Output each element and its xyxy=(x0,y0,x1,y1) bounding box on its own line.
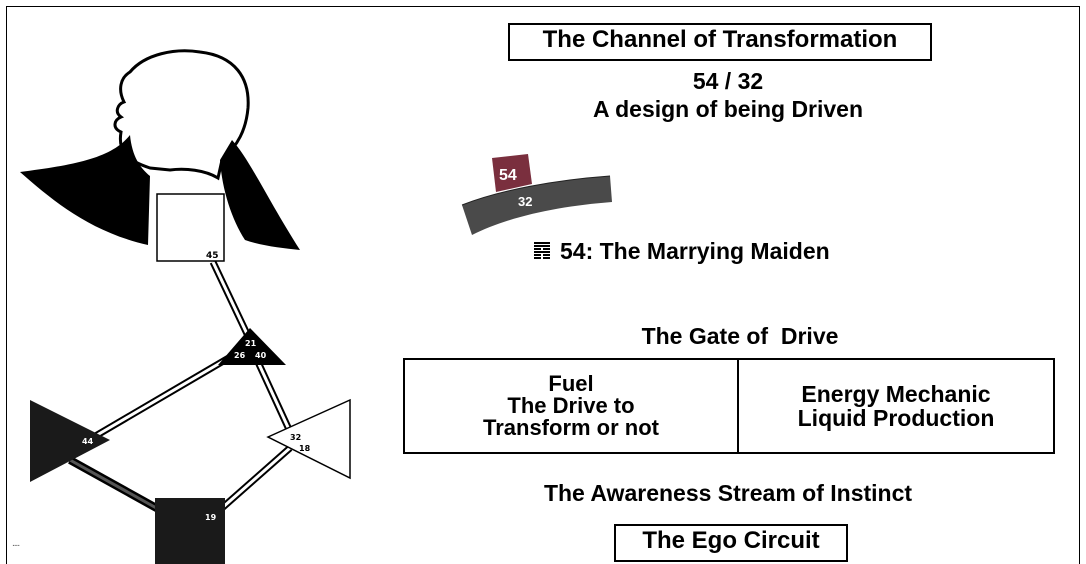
bodygraph: 45 21 26 40 44 32 18 19 xyxy=(20,49,351,564)
arc-band-edge xyxy=(461,175,611,206)
gate-title: The Gate of Drive xyxy=(641,323,839,349)
gate-label-48: 18 xyxy=(299,444,311,453)
hair-shape xyxy=(220,140,300,250)
channel-title-box: The Channel of Transformation xyxy=(508,23,932,61)
circuit-label: The Ego Circuit xyxy=(642,527,820,554)
arc-top-tab xyxy=(492,154,532,192)
awareness-stream: The Awareness Stream of Instinct xyxy=(543,480,913,506)
keynote-right-cell: Energy Mechanic Liquid Production xyxy=(739,360,1053,452)
arc-band xyxy=(462,176,612,235)
right-open-center xyxy=(266,398,351,480)
gate-numbers: 54 / 32 xyxy=(692,68,764,94)
gate-label-45: 45 xyxy=(206,251,219,261)
keynote-left-cell: Fuel The Drive to Transform or not xyxy=(405,360,739,452)
gate-label-21: 21 xyxy=(245,339,257,348)
keynote-right-line-2: Liquid Production xyxy=(797,405,995,431)
gate-label-26: 26 xyxy=(234,351,246,360)
throat-center xyxy=(156,193,225,262)
circuit-box: The Ego Circuit xyxy=(614,524,848,562)
heart-center xyxy=(218,328,286,365)
design-name: A design of being Driven xyxy=(592,96,864,122)
arc-gate-top: 54 xyxy=(499,167,517,184)
gate-label-44: 44 xyxy=(82,437,94,446)
channel-title: The Channel of Transformation xyxy=(542,26,898,53)
channel-arc-badge: 54 32 xyxy=(461,154,612,235)
spleen-center xyxy=(30,400,110,482)
gate-label-32: 32 xyxy=(290,433,301,442)
keynote-left-line-3: Transform or not xyxy=(482,415,659,440)
diagram-frame xyxy=(6,6,1080,564)
corner-mark: .... xyxy=(12,538,20,549)
gate-label-40: 40 xyxy=(255,351,267,360)
channel-lines xyxy=(68,260,296,514)
beard-shape xyxy=(20,135,150,245)
hexagram-lines-icon xyxy=(534,242,550,259)
keynote-left-line-2: The Drive to xyxy=(507,393,635,418)
hexagram-label: 54: The Marrying Maiden xyxy=(560,237,830,264)
keynote-right-line-1: Energy Mechanic xyxy=(801,381,991,407)
arc-gate-bottom: 32 xyxy=(518,194,532,209)
lower-center xyxy=(155,498,225,564)
gate-label-19: 19 xyxy=(205,513,217,522)
keynote-table: Fuel The Drive to Transform or not Energ… xyxy=(403,358,1055,454)
keynote-left-line-1: Fuel xyxy=(548,371,594,396)
hexagram-row: 54: The Marrying Maiden xyxy=(534,236,830,266)
